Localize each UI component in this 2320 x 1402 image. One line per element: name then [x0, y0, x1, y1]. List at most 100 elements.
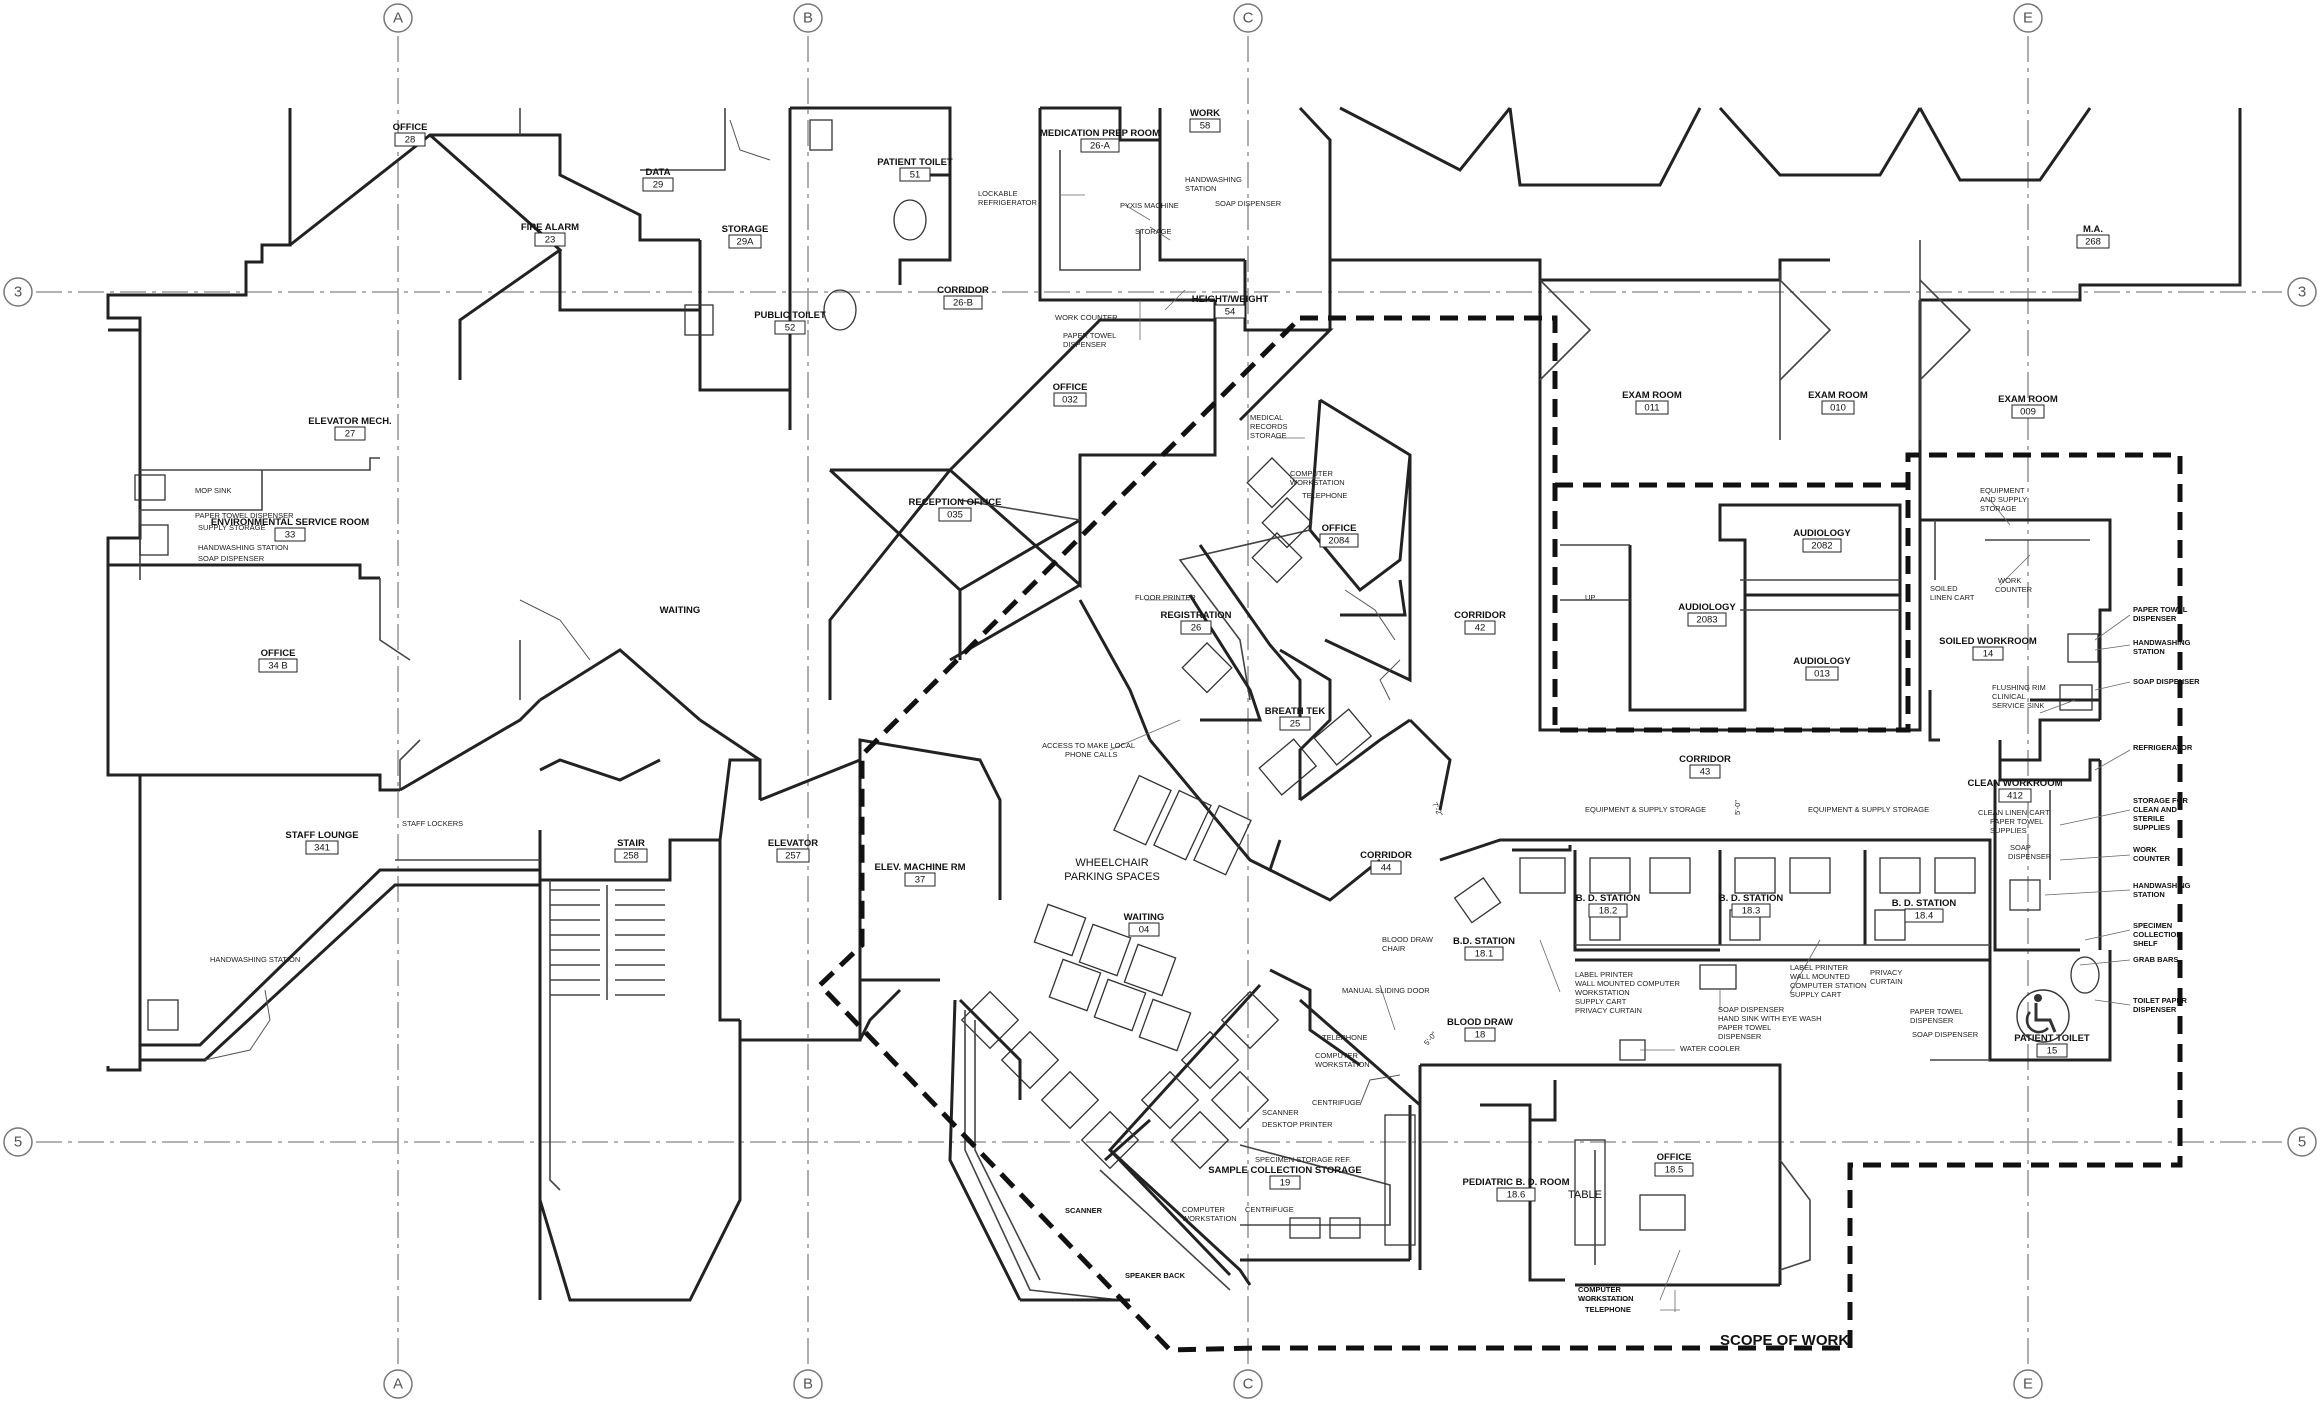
note-flushing-1: FLUSHING RIM [1992, 683, 2046, 692]
room-number-box [394, 132, 426, 147]
grid-bubble-c-bottom: C [1233, 1369, 1263, 1399]
note-clean-linen: CLEAN LINEN CART [1978, 808, 2050, 817]
svg-text:B: B [803, 1376, 813, 1393]
note-label-printer: LABEL PRINTER [1575, 970, 1634, 979]
note-r-work-1: WORK [2133, 845, 2157, 854]
grid-bubble-5-left: 5 [3, 1127, 33, 1157]
room-number: 28 [405, 135, 416, 146]
room-name: B. D. STATION [1892, 898, 1957, 909]
equipment-supply-cabinet-1 [1519, 857, 1566, 894]
equipment-supply-cabinet-2 [1589, 857, 1631, 894]
note-soap-2: SOAP DISPENSER [1215, 199, 1282, 208]
note-staff-lockers: STAFF LOCKERS [402, 819, 463, 828]
room-name: EXAM ROOM [1808, 390, 1868, 401]
svg-text:3: 3 [2298, 284, 2306, 301]
room-name: CORRIDOR [1360, 850, 1412, 861]
note-r-paper-towel-1: PAPER TOWEL [2133, 605, 2188, 614]
room-number-box [258, 658, 298, 673]
note-r-work-2: COUNTER [2133, 854, 2171, 863]
note-computer-2: WORKSTATION [1290, 478, 1345, 487]
room-name: PUBLIC TOILET [754, 310, 826, 321]
room-number: 37 [915, 875, 926, 886]
note-computer-5: COMPUTER [1182, 1205, 1226, 1214]
grid-bubble-a-bottom: A [383, 1369, 413, 1399]
note-r-paper-towel-2: DISPENSER [2133, 614, 2177, 623]
room-number: 18.6 [1507, 1190, 1526, 1201]
svg-text:B: B [803, 10, 813, 27]
accessibility-icon [2016, 989, 2070, 1043]
room-number: 29A [737, 237, 755, 248]
note-storage: STORAGE [1135, 227, 1172, 236]
room-number-box [1972, 646, 2004, 661]
room-name: REGISTRATION [1160, 610, 1231, 621]
note-r-spec-2: COLLECTION [2133, 930, 2182, 939]
grid-bubble-e-bottom: E [2013, 1369, 2043, 1399]
room-number: 011 [1644, 403, 1659, 414]
note-wall-mounted-4: COMPUTER STATION [1790, 981, 1866, 990]
room-number-box [1214, 304, 1246, 319]
note-supply-storage: SUPPLY STORAGE [198, 523, 266, 532]
note-equipment-3: STORAGE [1980, 504, 2017, 513]
note-wall-mounted-3: WALL MOUNTED [1790, 972, 1850, 981]
room-number-box [1821, 400, 1855, 415]
note-lockable-1: LOCKABLE [978, 189, 1018, 198]
room-name: RECEPTION OFFICE [909, 497, 1002, 508]
svg-text:A: A [393, 10, 403, 27]
room-number: 51 [910, 170, 921, 181]
note-soap-b: DISPENSER [2008, 852, 2052, 861]
note-r-storage-1: STORAGE FOR [2133, 796, 2188, 805]
dimension-5-0-a: 5'-0" [1733, 800, 1742, 815]
room-number: 58 [1200, 121, 1211, 132]
note-medical-2: RECORDS [1250, 422, 1288, 431]
grid-bubble-b-bottom: B [793, 1369, 823, 1399]
room-number-box [2011, 404, 2045, 419]
room-number: 2082 [1811, 541, 1832, 552]
room-name: HEIGHT/WEIGHT [1192, 294, 1269, 305]
note-flushing-2: CLINICAL [1992, 692, 2026, 701]
room-name: CORRIDOR [1454, 610, 1506, 621]
public-toilet-sink-fixture [684, 304, 714, 336]
note-access-2: PHONE CALLS [1065, 750, 1118, 759]
note-centrifuge: CENTRIFUGE [1312, 1098, 1361, 1107]
room-number-box [274, 527, 306, 542]
note-r-storage-3: STERILE [2133, 814, 2165, 823]
room-number: 010 [1830, 403, 1846, 414]
room-number-box [943, 295, 983, 310]
handwashing-fixture-staff [147, 999, 179, 1031]
room-number-box [1180, 620, 1212, 635]
room-number-box [534, 232, 566, 247]
room-name: OFFICE [1657, 1152, 1692, 1163]
room-number: 412 [2007, 791, 2023, 802]
room-number: 29 [653, 180, 664, 191]
room-number-box [334, 426, 366, 441]
svg-text:E: E [2023, 1376, 2033, 1393]
note-flushing-3: SERVICE SINK [1992, 701, 2044, 710]
note-r-storage-4: SUPPLIES [2133, 823, 2170, 832]
room-number-box [904, 872, 936, 887]
note-r-handwashing-2: STATION [2133, 647, 2165, 656]
note-paper-towel-4: DISPENSER [1718, 1032, 1762, 1041]
annotation-notes: MOP SINK PAPER TOWEL DISPENSER SUPPLY ST… [195, 175, 2200, 1314]
room-number: 032 [1062, 395, 1078, 406]
wheelchair-label-2: PARKING SPACES [1064, 871, 1160, 883]
room-number-box [899, 167, 931, 182]
grid-bubble-3-right: 3 [2287, 277, 2317, 307]
supply-storage-fixture [139, 524, 169, 556]
room-number-box [1189, 118, 1221, 133]
room-name: SOILED WORKROOM [1939, 636, 2037, 647]
room-number: 27 [345, 429, 356, 440]
room-number-box [1588, 903, 1628, 918]
room-number: 23 [545, 235, 556, 246]
equipment-supply-cabinet-4 [1734, 857, 1776, 894]
